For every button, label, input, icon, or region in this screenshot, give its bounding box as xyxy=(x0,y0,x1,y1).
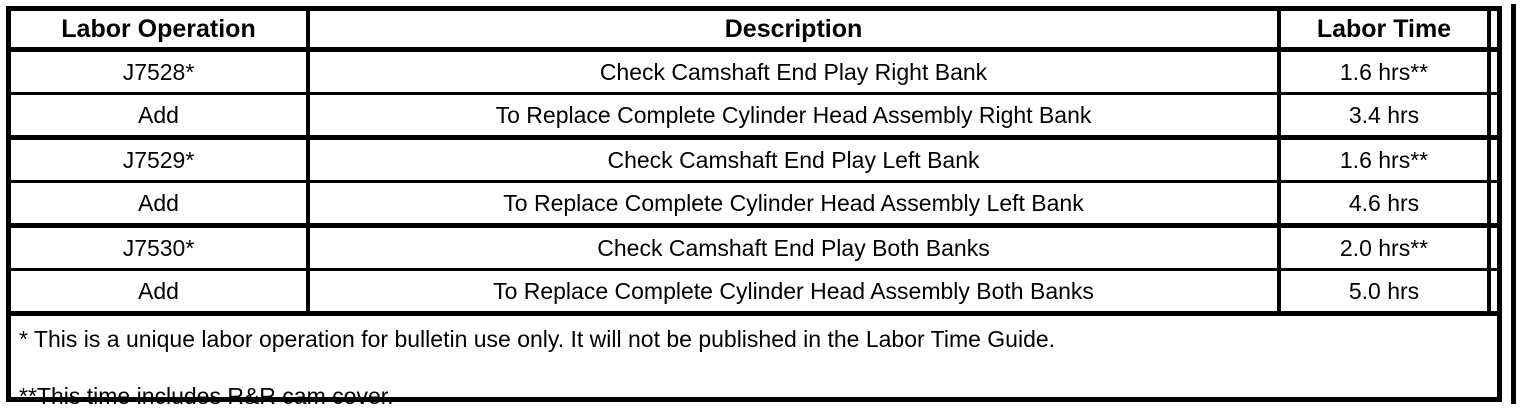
footnote-unique-labor-operation: * This is a unique labor operation for b… xyxy=(19,326,1056,352)
row-separator xyxy=(11,223,1497,228)
table-row: Add To Replace Complete Cylinder Head As… xyxy=(11,95,1497,135)
cell-labor-operation: J7529* xyxy=(11,140,310,180)
labor-operations-table: Labor Operation Description Labor Time J… xyxy=(6,6,1502,409)
cell-spacer xyxy=(1491,52,1497,92)
footnote-cam-cover: **This time includes R&R cam cover. xyxy=(19,382,394,409)
cell-labor-operation: J7528* xyxy=(11,52,310,92)
cell-description: To Replace Complete Cylinder Head Assemb… xyxy=(310,183,1281,223)
cell-labor-operation: Add xyxy=(11,271,310,311)
header-cell-labor-operation: Labor Operation xyxy=(11,11,310,47)
header-cell-labor-time: Labor Time xyxy=(1281,11,1491,47)
cell-labor-operation: Add xyxy=(11,95,310,135)
cell-description: To Replace Complete Cylinder Head Assemb… xyxy=(310,95,1281,135)
row-separator xyxy=(11,47,1497,52)
table-grid: Labor Operation Description Labor Time J… xyxy=(11,11,1497,409)
right-edge-rule xyxy=(1511,4,1516,404)
table-row: Add To Replace Complete Cylinder Head As… xyxy=(11,271,1497,311)
table-row: J7530* Check Camshaft End Play Both Bank… xyxy=(11,228,1497,268)
row-separator xyxy=(11,268,1497,271)
cell-description: Check Camshaft End Play Right Bank xyxy=(310,52,1281,92)
table-row: J7528* Check Camshaft End Play Right Ban… xyxy=(11,52,1497,92)
cell-description: To Replace Complete Cylinder Head Assemb… xyxy=(310,271,1281,311)
table-row: J7529* Check Camshaft End Play Left Bank… xyxy=(11,140,1497,180)
cell-spacer xyxy=(1491,228,1497,268)
cell-labor-operation: J7530* xyxy=(11,228,310,268)
row-separator xyxy=(11,311,1497,316)
row-separator xyxy=(11,92,1497,95)
header-cell-description: Description xyxy=(310,11,1281,47)
cell-spacer xyxy=(1491,271,1497,311)
cell-labor-time: 1.6 hrs** xyxy=(1281,52,1491,92)
cell-spacer xyxy=(1491,140,1497,180)
row-separator xyxy=(11,180,1497,183)
cell-spacer xyxy=(1491,95,1497,135)
cell-labor-time: 1.6 hrs** xyxy=(1281,140,1491,180)
cell-labor-time: 5.0 hrs xyxy=(1281,271,1491,311)
cell-description: Check Camshaft End Play Both Banks xyxy=(310,228,1281,268)
cell-spacer xyxy=(1491,183,1497,223)
table-header-row: Labor Operation Description Labor Time xyxy=(11,11,1497,47)
header-cell-spacer xyxy=(1491,11,1497,47)
table-row: Add To Replace Complete Cylinder Head As… xyxy=(11,183,1497,223)
cell-labor-operation: Add xyxy=(11,183,310,223)
row-separator xyxy=(11,135,1497,140)
footnotes-section: * This is a unique labor operation for b… xyxy=(11,316,1497,409)
cell-labor-time: 2.0 hrs** xyxy=(1281,228,1491,268)
cell-labor-time: 4.6 hrs xyxy=(1281,183,1491,223)
cell-description: Check Camshaft End Play Left Bank xyxy=(310,140,1281,180)
cell-labor-time: 3.4 hrs xyxy=(1281,95,1491,135)
